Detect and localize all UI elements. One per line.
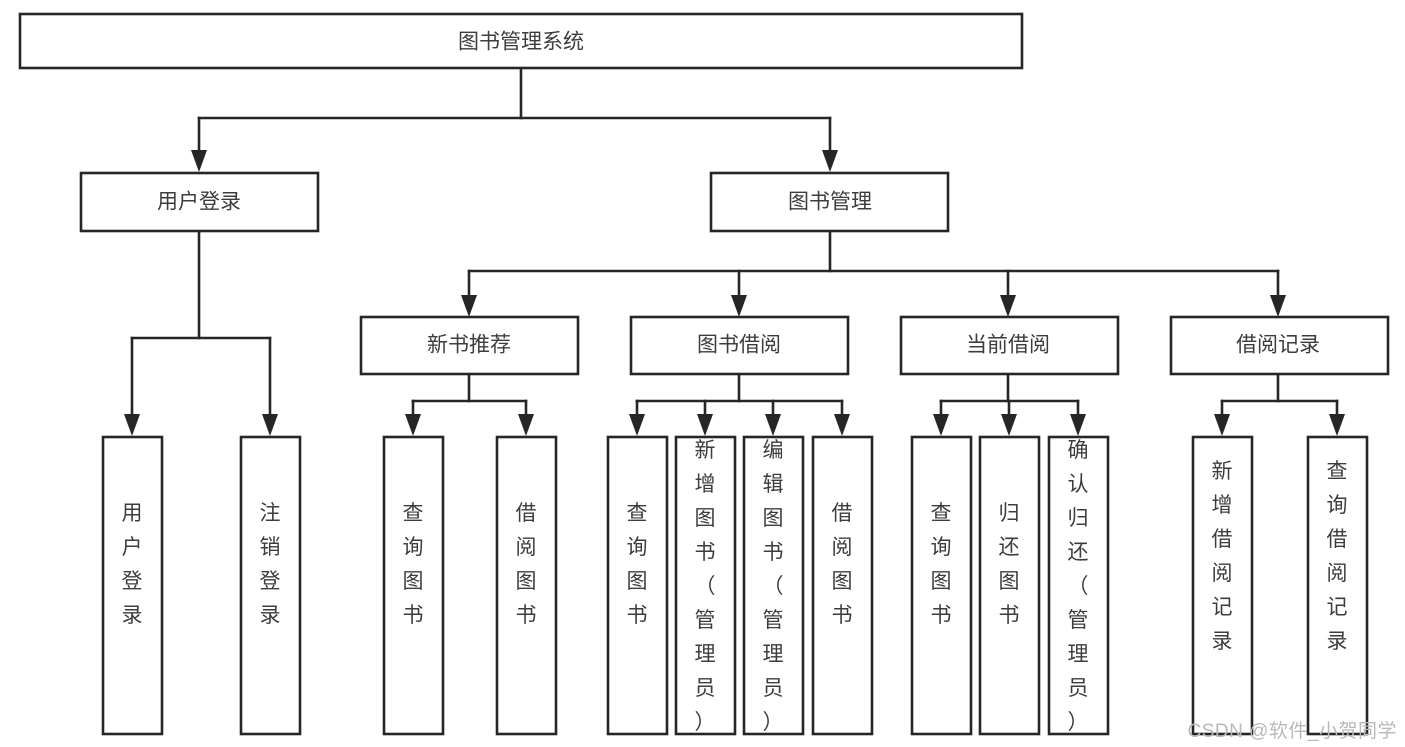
node-leaf-query-book-1-label: 查询图书 (403, 502, 424, 627)
node-current-borrow-label: 当前借阅 (966, 334, 1050, 357)
node-current-borrow[interactable]: 当前借阅 (899, 315, 1120, 376)
node-leaf-add-book-label: 新增图书（管理员） (695, 439, 716, 734)
arrow-head-leaf-borrow-book-1 (518, 414, 534, 436)
arrow-head-leaf-query-book-1 (405, 414, 421, 436)
node-user-login[interactable]: 用户登录 (79, 171, 320, 233)
node-borrow-record-box[interactable] (1169, 315, 1390, 376)
node-leaf-query-book-2[interactable]: 查询图书 (606, 435, 669, 736)
node-leaf-query-record[interactable]: 查询借阅记录 (1306, 435, 1369, 736)
node-book-borrow-box[interactable] (629, 315, 850, 376)
node-book-management-box[interactable] (709, 171, 950, 233)
node-root[interactable]: 图书管理系统 (18, 12, 1024, 70)
node-leaf-query-book-1-box[interactable] (382, 435, 445, 736)
node-leaf-query-book-3-box[interactable] (910, 435, 973, 736)
node-book-borrow[interactable]: 图书借阅 (629, 315, 850, 376)
node-leaf-add-record-box[interactable] (1191, 435, 1254, 736)
node-leaf-edit-book[interactable]: 编辑图书（管理员） (742, 435, 805, 736)
node-leaf-user-login[interactable]: 用户登录 (101, 435, 164, 736)
node-leaf-query-book-3-label: 查询图书 (931, 502, 952, 627)
node-user-login-box[interactable] (79, 171, 320, 233)
node-leaf-query-book-2-label: 查询图书 (627, 502, 648, 627)
node-borrow-record[interactable]: 借阅记录 (1169, 315, 1390, 376)
connector-group-new-book-recommend (405, 372, 534, 436)
node-new-book-recommend-label: 新书推荐 (427, 334, 511, 357)
node-leaf-add-book-box[interactable] (674, 435, 737, 736)
node-leaf-user-login-box[interactable] (101, 435, 164, 736)
node-leaf-query-record-box[interactable] (1306, 435, 1369, 736)
arrow-head-leaf-user-login (124, 414, 140, 436)
node-leaf-borrow-book-2[interactable]: 借阅图书 (811, 435, 874, 736)
node-leaf-borrow-book-1-label: 借阅图书 (516, 502, 537, 627)
node-book-management[interactable]: 图书管理 (709, 171, 950, 233)
connector-group-root (191, 66, 838, 172)
arrow-head-leaf-return-book (1001, 414, 1017, 436)
node-leaf-return-book-box[interactable] (978, 435, 1041, 736)
node-leaf-logout-box[interactable] (239, 435, 302, 736)
connector-group-book-borrow (629, 372, 850, 436)
node-book-management-label: 图书管理 (788, 191, 872, 214)
node-leaf-edit-book-box[interactable] (742, 435, 805, 736)
node-new-book-recommend-box[interactable] (359, 315, 580, 376)
node-leaf-borrow-book-2-label: 借阅图书 (832, 502, 853, 627)
arrow-head-current-borrow (1000, 295, 1016, 317)
node-leaf-query-book-1[interactable]: 查询图书 (382, 435, 445, 736)
arrow-head-leaf-query-book-3 (933, 414, 949, 436)
node-leaf-user-login-label: 用户登录 (122, 502, 143, 627)
node-leaf-edit-book-label: 编辑图书（管理员） (763, 439, 784, 734)
arrow-head-leaf-query-book-2 (629, 414, 645, 436)
connector-group-current-borrow (933, 372, 1086, 436)
node-leaf-add-record-label: 新增借阅记录 (1212, 460, 1233, 653)
arrow-head-new-book-recommend (461, 295, 477, 317)
node-leaf-confirm-return-label: 确认归还（管理员） (1068, 439, 1089, 734)
node-leaf-query-book-3[interactable]: 查询图书 (910, 435, 973, 736)
node-leaf-borrow-book-1-box[interactable] (495, 435, 558, 736)
node-leaf-return-book-label: 归还图书 (999, 502, 1020, 627)
node-leaf-query-book-2-box[interactable] (606, 435, 669, 736)
arrow-head-book-borrow (731, 295, 747, 317)
node-root-label: 图书管理系统 (458, 31, 584, 54)
node-leaf-add-record[interactable]: 新增借阅记录 (1191, 435, 1254, 736)
node-leaf-query-record-label: 查询借阅记录 (1327, 460, 1348, 653)
node-user-login-label: 用户登录 (157, 191, 241, 214)
node-borrow-record-label: 借阅记录 (1236, 334, 1320, 357)
node-leaf-borrow-book-2-box[interactable] (811, 435, 874, 736)
node-leaf-add-book[interactable]: 新增图书（管理员） (674, 435, 737, 736)
node-root-box[interactable] (18, 12, 1024, 70)
node-book-borrow-label: 图书借阅 (697, 334, 781, 357)
arrow-head-user-login (191, 150, 207, 172)
arrow-head-leaf-logout (262, 414, 278, 436)
node-leaf-return-book[interactable]: 归还图书 (978, 435, 1041, 736)
arrow-head-leaf-add-book (697, 414, 713, 436)
connector-group-borrow-record (1214, 372, 1345, 436)
node-leaf-logout[interactable]: 注销登录 (239, 435, 302, 736)
node-current-borrow-box[interactable] (899, 315, 1120, 376)
arrow-head-leaf-confirm-return (1070, 414, 1086, 436)
arrow-head-leaf-add-record (1214, 414, 1230, 436)
csdn-watermark: CSDN @软件_小贺同学 (1187, 721, 1397, 742)
node-leaf-logout-label: 注销登录 (260, 502, 281, 627)
arrow-head-leaf-edit-book (765, 414, 781, 436)
node-new-book-recommend[interactable]: 新书推荐 (359, 315, 580, 376)
node-leaf-confirm-return[interactable]: 确认归还（管理员） (1047, 435, 1110, 736)
node-leaf-borrow-book-1[interactable]: 借阅图书 (495, 435, 558, 736)
connector-group-book-management (461, 229, 1286, 317)
arrow-head-leaf-query-record (1329, 414, 1345, 436)
arrow-head-book-management (822, 150, 838, 172)
connector-group-user-login (124, 229, 278, 436)
arrow-head-borrow-record (1270, 295, 1286, 317)
arrow-head-leaf-borrow-book-2 (834, 414, 850, 436)
node-leaf-confirm-return-box[interactable] (1047, 435, 1110, 736)
